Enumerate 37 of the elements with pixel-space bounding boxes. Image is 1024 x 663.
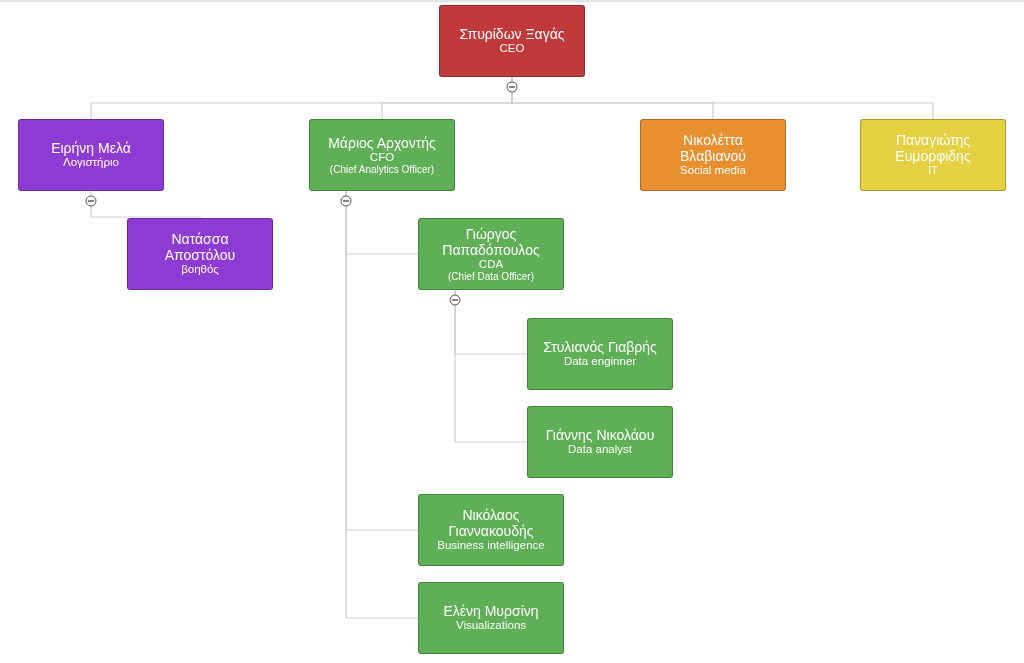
job-title: Visualizations [455,619,527,633]
job-title: (Chief Data Officer) [448,270,534,283]
person-card [418,494,564,566]
person-name: Γιάννης Νικολάου [545,427,655,444]
person-name: Ελένη Μυρσίνη [443,603,539,620]
job-title: Social media [680,164,746,178]
job-title: Data enginner [563,355,637,369]
job-title: βοηθός [181,263,219,277]
job-title: Data analyst [568,443,632,457]
person-name: Νατάσσα Αποστόλου [163,231,237,264]
job-title: IT [927,164,939,178]
connector-line [90,190,201,219]
person-name: Στυλιανός Γιαβρής [543,339,657,356]
person-name: Νικόλαος Γιαννακουδής [447,507,535,540]
person-card [527,318,673,390]
job-title: Business intelligence [437,539,545,553]
person-card [860,119,1006,191]
job-title: Λογιστήριο [63,156,119,170]
person-card [309,119,455,191]
person-card [527,406,673,478]
person-name: Παναγιώτης Ευμορφιδης [894,132,972,165]
person-card [439,5,585,77]
person-name: Σπυρίδων Ξαγάς [459,26,565,43]
job-title: CFO [369,150,395,164]
person-card [640,119,786,191]
person-card [418,582,564,654]
person-name: Νικολέττα Βλαβιανού [679,132,747,165]
person-name: Γιώργος Παπαδόπουλος [441,225,541,258]
job-title: CEO [499,42,525,56]
job-title: (Chief Analytics Officer) [329,163,435,176]
connector-line [454,289,528,443]
job-title: CDA [478,257,504,271]
person-name: Μάριος Αρχοντής [328,134,436,151]
person-name: Ειρήνη Μελά [51,140,131,157]
person-card [127,218,273,290]
person-card [18,119,164,191]
person-card [418,218,564,290]
